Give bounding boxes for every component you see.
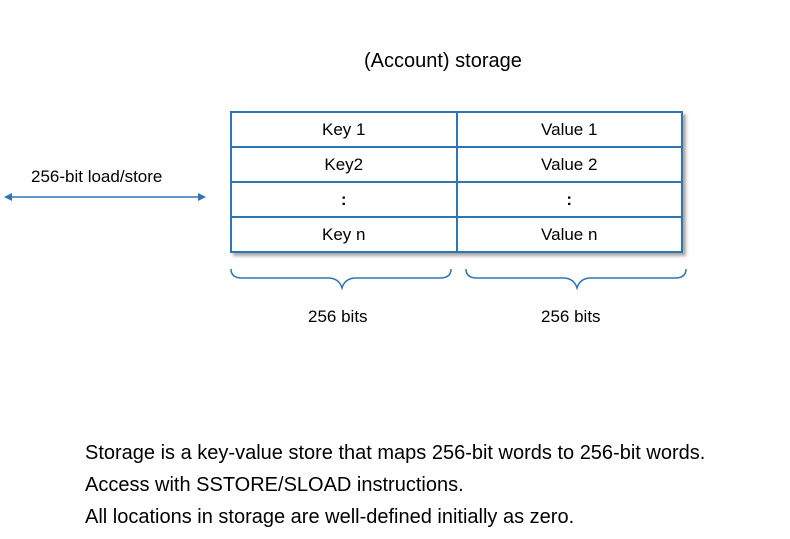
value-width-label: 256 bits [541,307,601,326]
value-cell: Value 1 [455,111,683,148]
description-notes: Storage is a key-value store that maps 2… [85,437,705,533]
note-line: Storage is a key-value store that maps 2… [85,442,706,464]
value-brace-icon [465,268,687,291]
double-arrow-icon [4,193,206,201]
key-width-label: 256 bits [308,307,368,326]
table-row: Key n Value n [230,216,683,253]
value-cell: : [455,181,683,218]
load-store-label: 256-bit load/store [31,167,163,186]
key-brace-icon [230,268,452,291]
key-cell: Key2 [230,146,458,183]
key-cell: : [230,181,458,218]
value-cell: Value 2 [455,146,683,183]
key-cell: Key 1 [230,111,458,148]
storage-table: Key 1 Value 1 Key2 Value 2 : : Key n Val… [230,111,683,253]
note-line: Access with SSTORE/SLOAD instructions. [85,474,464,496]
key-cell: Key n [230,216,458,253]
note-line: All locations in storage are well-define… [85,506,575,528]
storage-table-container: Key 1 Value 1 Key2 Value 2 : : Key n Val… [230,111,685,255]
width-braces [230,268,687,291]
table-row: Key 1 Value 1 [230,111,683,148]
table-row: : : [230,181,683,218]
table-row: Key2 Value 2 [230,146,683,183]
value-cell: Value n [455,216,683,253]
diagram-title: (Account) storage [364,50,522,72]
